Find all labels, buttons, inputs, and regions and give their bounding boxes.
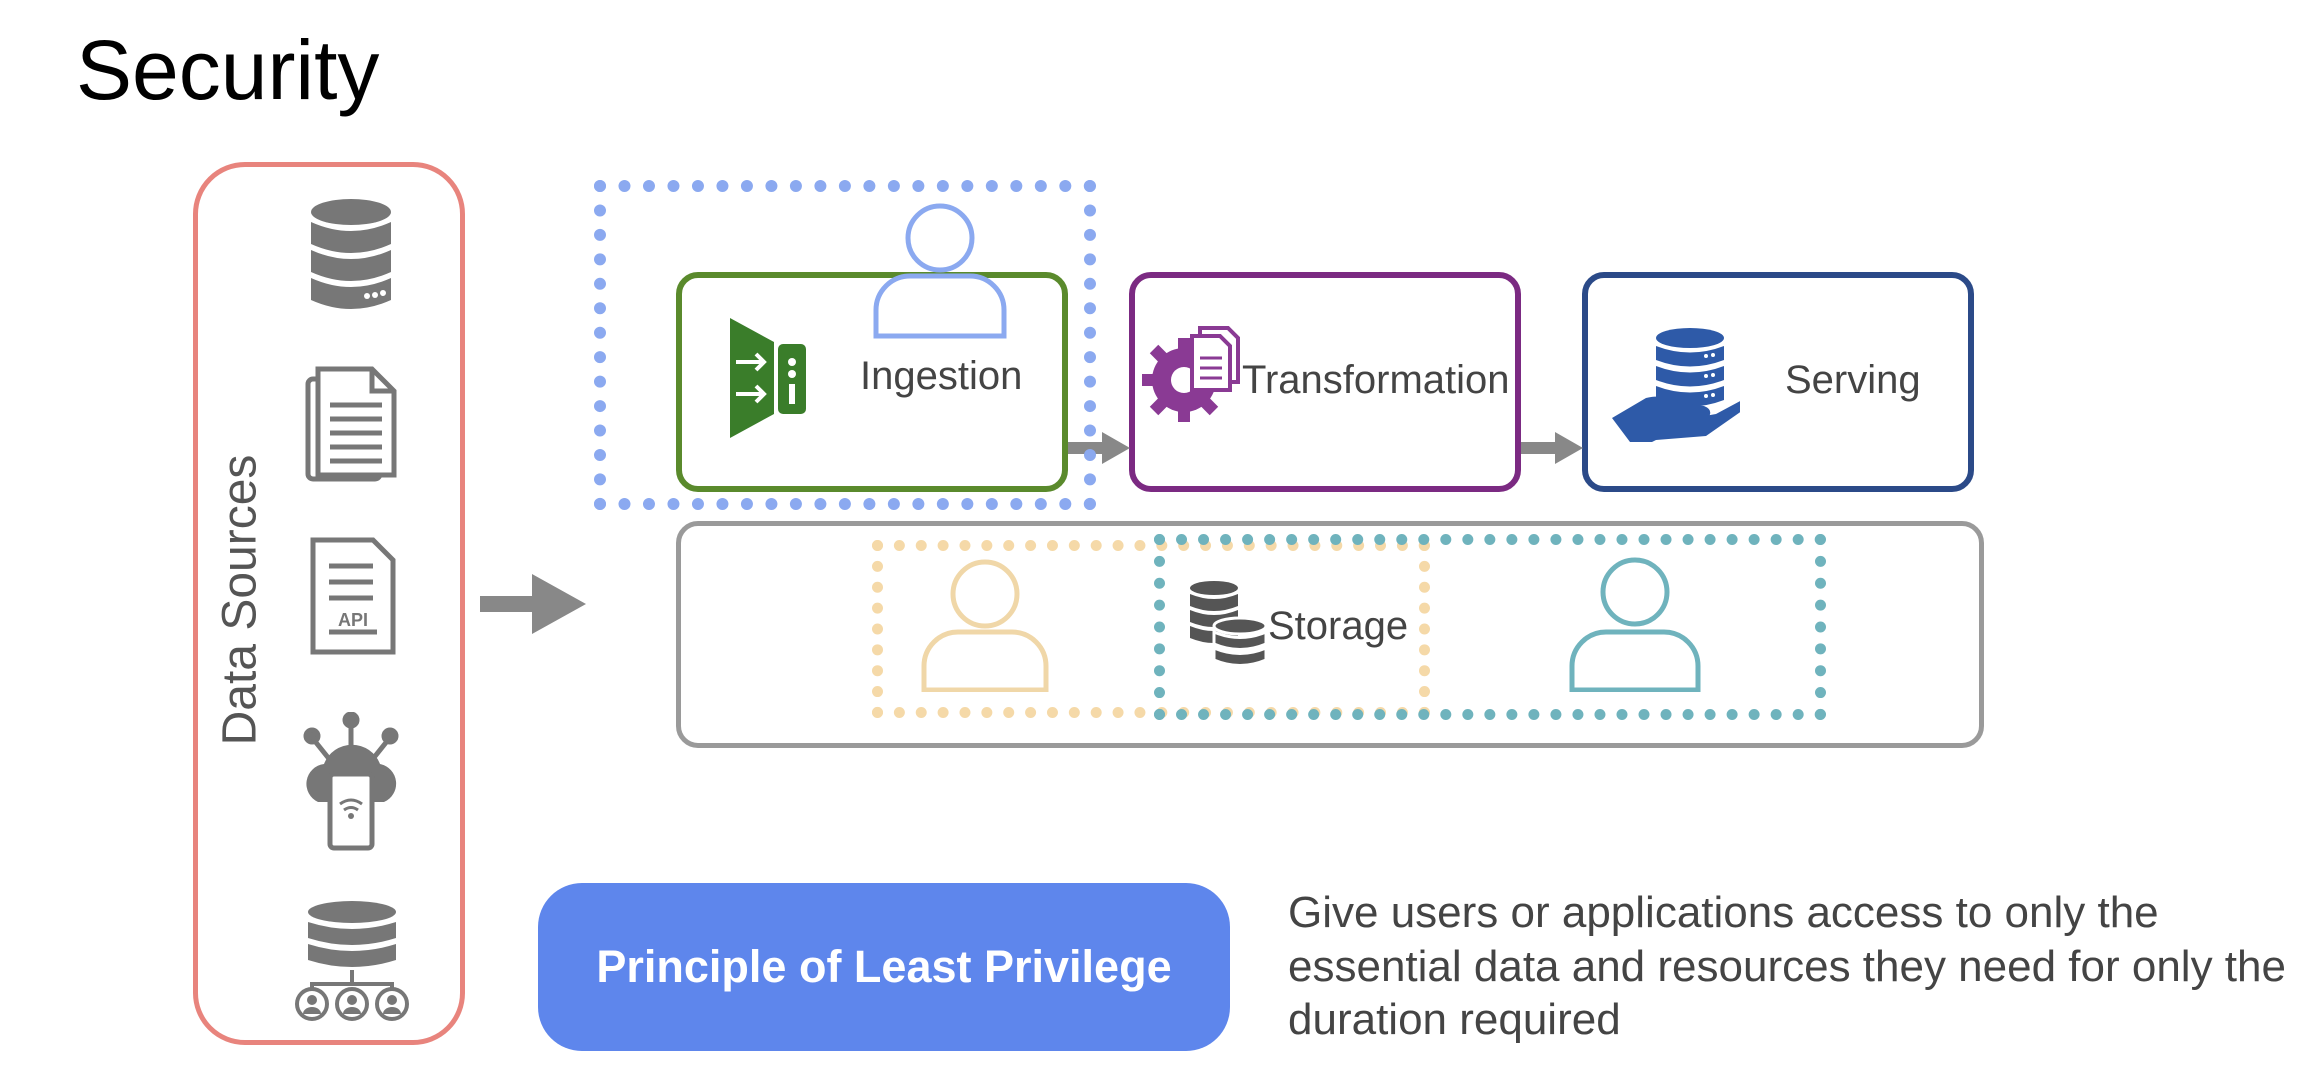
serving-box — [1582, 272, 1974, 492]
ingestion-icon — [730, 318, 806, 438]
storage-label: Storage — [1268, 604, 1409, 648]
user-icon — [921, 559, 1049, 692]
transformation-label: Transformation — [1242, 358, 1510, 402]
ingestion-access-boundary — [594, 180, 1096, 510]
document-icon — [305, 366, 397, 482]
storage-box — [676, 521, 1984, 748]
user-icon — [873, 203, 1007, 339]
principle-of-least-privilege-badge: Principle of Least Privilege — [538, 883, 1230, 1051]
database-users-icon — [295, 901, 409, 1021]
user-icon — [1569, 557, 1701, 692]
api-document-icon: API — [310, 537, 396, 655]
data-sources-panel — [193, 162, 465, 1045]
storage-stack-icon — [1190, 581, 1268, 667]
serving-label: Serving — [1785, 358, 1921, 402]
serving-database-hand-icon — [1612, 328, 1740, 442]
flow-arrow-icon — [480, 574, 586, 634]
ingestion-label: Ingestion — [860, 354, 1023, 398]
page-title: Security — [76, 23, 380, 117]
arrow-right-icon — [1521, 432, 1583, 464]
svg-text:API: API — [338, 610, 368, 630]
storage-access-boundary-a — [872, 540, 1430, 718]
storage-access-boundary-b — [1154, 534, 1826, 720]
data-sources-label: Data Sources — [213, 454, 267, 746]
database-icon — [311, 199, 391, 309]
principle-description: Give users or applications access to onl… — [1288, 888, 2286, 1045]
iot-cloud-device-icon — [303, 712, 399, 851]
transformation-gear-icon — [1142, 326, 1240, 422]
